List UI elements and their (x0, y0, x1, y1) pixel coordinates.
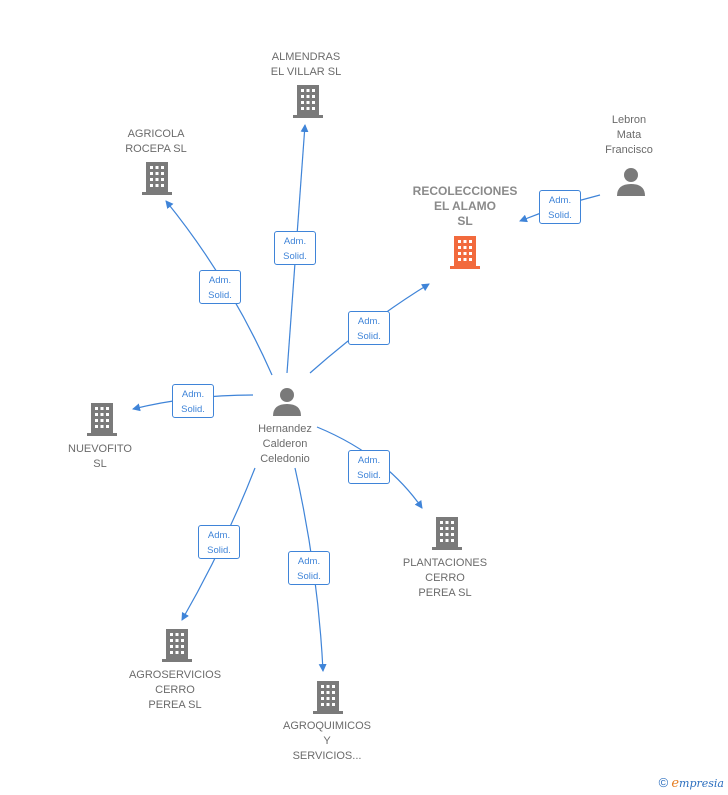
node-label-almendras[interactable]: ALMENDRAS EL VILLAR SL (270, 51, 342, 78)
edge-label-plantaciones: Adm. Solid. (348, 450, 390, 484)
node-label-agroquimicos[interactable]: AGROQUIMICOS Y SERVICIOS... (282, 720, 371, 762)
node-label-agroservicios[interactable]: AGROSERVICIOS CERRO PEREA SL (128, 669, 222, 711)
copyright-icon: © (658, 775, 669, 790)
node-label-lebron[interactable]: Lebron Mata Francisco (605, 114, 653, 156)
node-label-plantaciones[interactable]: PLANTACIONES CERRO PEREA SL (402, 557, 488, 599)
footer-brand[interactable]: © empresia (659, 775, 724, 791)
edge-label-agroservicios: Adm. Solid. (198, 525, 240, 559)
building-icon (162, 629, 192, 662)
edge-label-agroquimicos: Adm. Solid. (288, 551, 330, 585)
building-icon (432, 517, 462, 550)
building-icon-focus (450, 236, 480, 269)
edge-label-almendras: Adm. Solid. (274, 231, 316, 265)
edge-label-agricola: Adm. Solid. (199, 270, 241, 304)
node-label-nuevofito[interactable]: NUEVOFITO SL (68, 443, 132, 470)
edge-label-nuevofito: Adm. Solid. (172, 384, 214, 418)
edge-label-focus: Adm. Solid. (348, 311, 390, 345)
building-icon (293, 85, 323, 118)
brand-logo-initial: e (671, 776, 680, 791)
node-label-hernandez[interactable]: Hernandez Calderon Celedonio (258, 423, 312, 465)
node-label-focus[interactable]: RECOLECCIONES EL ALAMO SL (412, 184, 518, 228)
building-icon (87, 403, 117, 436)
edge-label-lebron: Adm. Solid. (539, 190, 581, 224)
building-icon (313, 681, 343, 714)
node-label-agricola[interactable]: AGRICOLA ROCEPA SL (125, 128, 187, 155)
building-icon (142, 162, 172, 195)
person-icon (273, 388, 301, 416)
brand-logo-text: mpresia (679, 777, 724, 790)
person-icon (617, 168, 645, 196)
